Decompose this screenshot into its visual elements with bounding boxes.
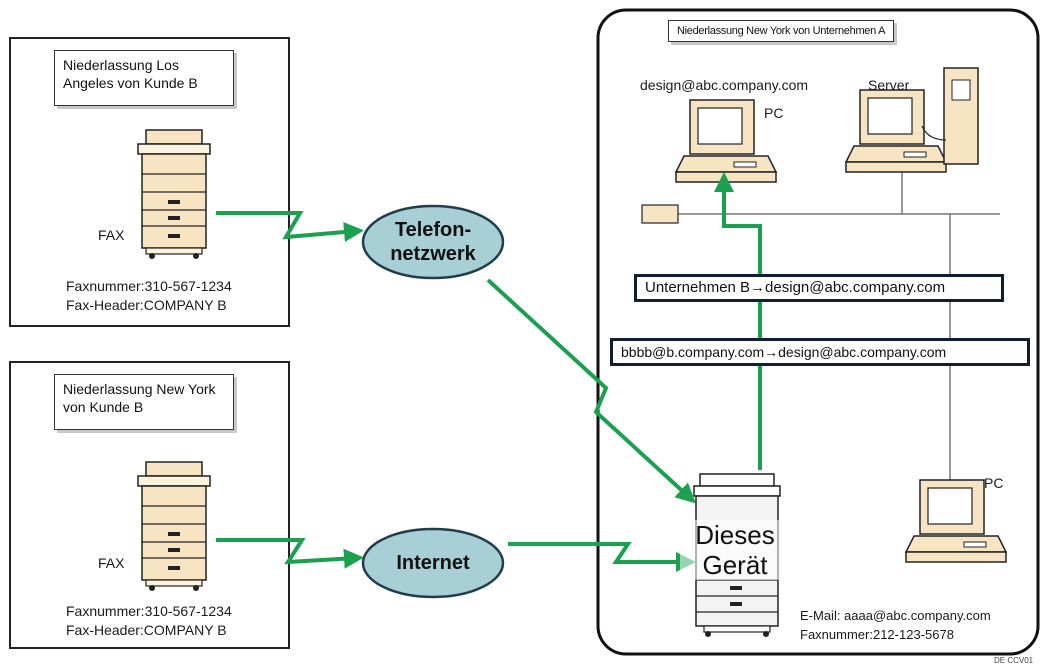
- figure-code: DE CCV01: [994, 656, 1034, 665]
- arrow-la-to-phone: [216, 211, 364, 242]
- server-label: Server: [868, 77, 910, 93]
- company-a-title: Niederlassung New York von Unternehmen A: [668, 20, 895, 42]
- hub-icon: [641, 204, 679, 224]
- arrow-phone-to-device: [486, 278, 696, 504]
- la-fax-header: Fax-Header:COMPANY B: [66, 297, 227, 313]
- company-a-fax-number: Faxnummer:212-123-5678: [800, 627, 954, 642]
- this-device-label: Dieses Gerät: [680, 520, 790, 580]
- arrow-internet-to-device: [508, 542, 696, 572]
- ny-fax-label: FAX: [98, 555, 125, 571]
- ny-fax-number: Faxnummer:310-567-1234: [66, 603, 232, 619]
- ny-fax-machine-icon: [137, 461, 211, 592]
- internet-label: Internet: [396, 552, 470, 574]
- ny-fax-header: Fax-Header:COMPANY B: [66, 622, 227, 638]
- pc-label: PC: [764, 105, 784, 121]
- mail-route-fax-bar: Unternehmen B→design@abc.company.com: [634, 274, 1004, 302]
- la-branch-title-text: Niederlassung Los Angeles von Kunde B: [63, 57, 198, 91]
- la-fax-label: FAX: [98, 227, 125, 243]
- pc-email-label: design@abc.company.com: [640, 77, 809, 93]
- la-fax-machine-icon: [137, 129, 211, 260]
- ny-branch-title: Niederlassung New York von Kunde B: [54, 374, 234, 430]
- mail-route-email-bar: bbbb@b.company.com→design@abc.company.co…: [610, 338, 1030, 366]
- mail-route-email-text: bbbb@b.company.com→design@abc.company.co…: [613, 341, 1027, 363]
- ny-branch-title-text: Niederlassung New York von Kunde B: [63, 381, 216, 415]
- la-fax-number: Faxnummer:310-567-1234: [66, 278, 232, 294]
- mail-route-fax-text: Unternehmen B→design@abc.company.com: [637, 277, 1001, 299]
- pc2-label: PC: [984, 475, 1004, 491]
- phone-network-ellipse: [361, 204, 505, 280]
- phone-network-label: Telefon- netzwerk: [390, 219, 476, 265]
- la-branch-title: Niederlassung Los Angeles von Kunde B: [54, 50, 234, 106]
- arrow-ny-to-internet: [216, 538, 364, 569]
- company-a-email: E-Mail: aaaa@abc.company.com: [800, 608, 991, 623]
- server-icon: [845, 67, 979, 173]
